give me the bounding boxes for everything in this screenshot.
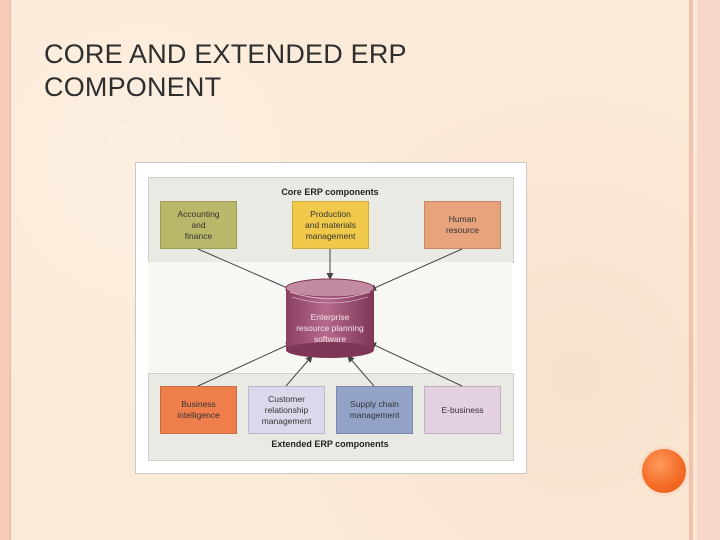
right-decorative-band bbox=[697, 0, 720, 540]
slide-title-line-2: COMPONENT bbox=[44, 72, 222, 102]
center-erp-software-label: Enterprise resource planning software bbox=[296, 312, 364, 344]
extended-box-business-intelligence: Business intelligence bbox=[160, 386, 237, 434]
connector-crm bbox=[285, 355, 313, 387]
core-box-human-resource: Human resource bbox=[424, 201, 501, 249]
connector-e-business bbox=[369, 342, 463, 387]
core-box-production-materials: Production and materials management bbox=[292, 201, 369, 249]
right-decorative-border bbox=[689, 0, 693, 540]
core-components-label: Core ERP components bbox=[281, 187, 379, 197]
connector-business-intelligence bbox=[197, 342, 293, 387]
database-cylinder bbox=[285, 278, 375, 358]
connector-accounting bbox=[197, 248, 293, 291]
extended-box-e-business: E-business bbox=[424, 386, 501, 434]
core-box-accounting-finance: Accounting and finance bbox=[160, 201, 237, 249]
extended-box-supply-chain: Supply chain management bbox=[336, 386, 413, 434]
slide-title-line-1: CORE AND EXTENDED ERP bbox=[44, 39, 407, 69]
extended-components-label: Extended ERP components bbox=[271, 439, 389, 449]
connector-supply-chain bbox=[347, 355, 375, 387]
extended-box-crm: Customer relationship management bbox=[248, 386, 325, 434]
orange-decorative-circle bbox=[642, 449, 686, 493]
connector-human-resource bbox=[369, 248, 463, 291]
slide-title: CORE AND EXTENDED ERP COMPONENT bbox=[44, 38, 604, 104]
left-decorative-border bbox=[0, 0, 11, 540]
